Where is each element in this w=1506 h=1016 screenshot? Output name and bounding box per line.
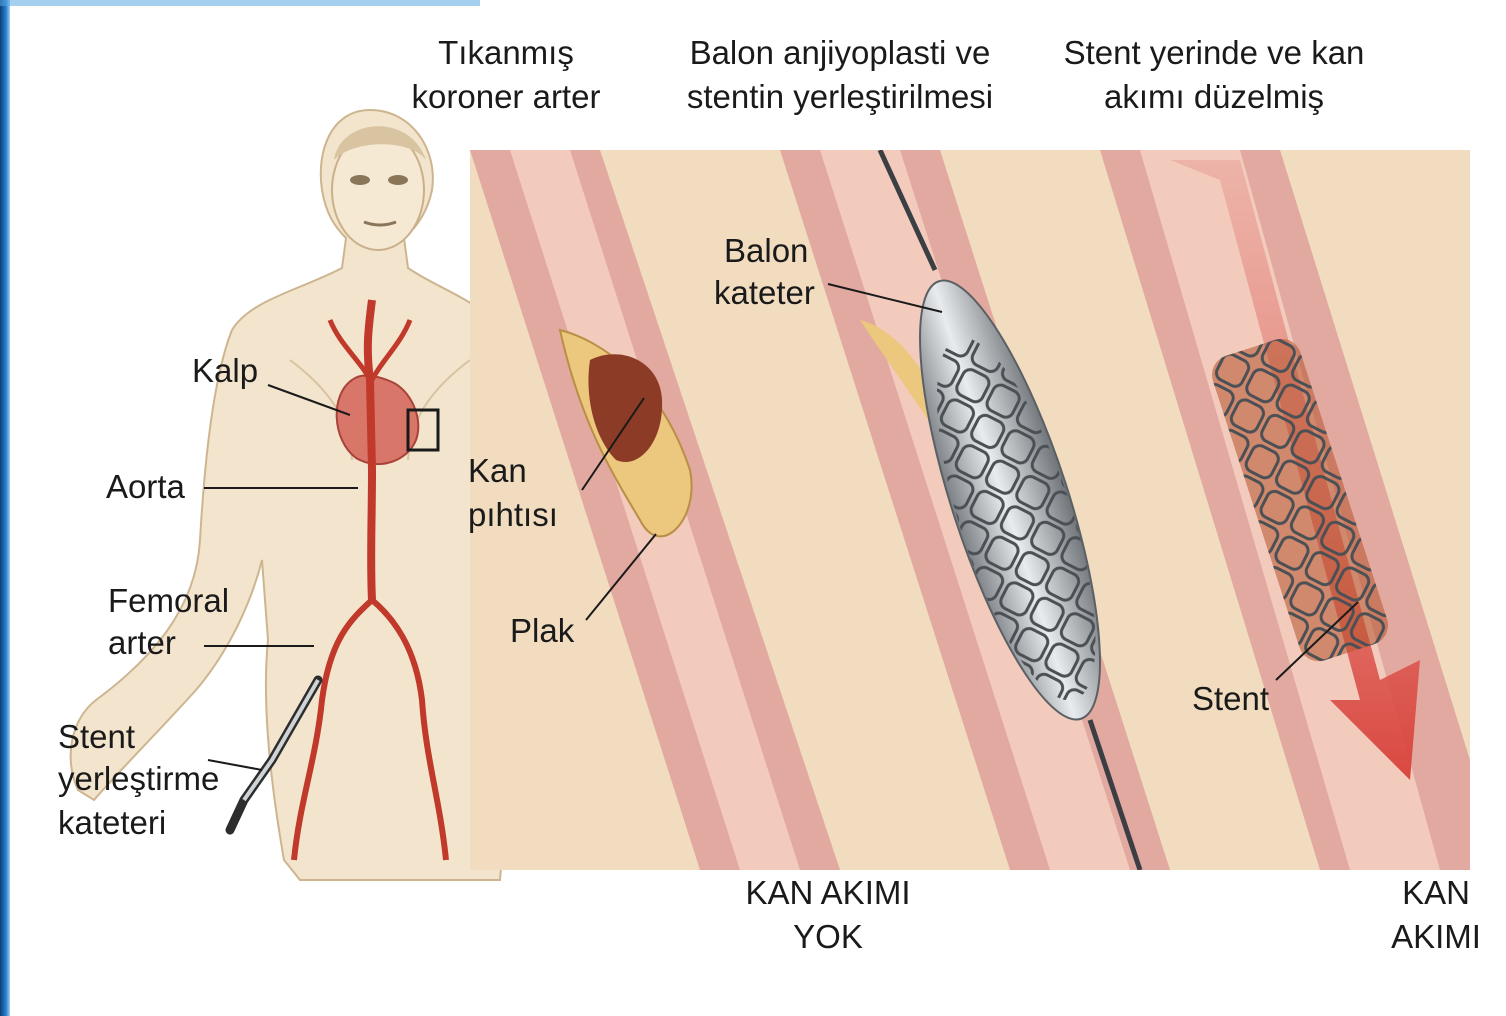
label-stent: Stent bbox=[1192, 680, 1269, 717]
right-eye bbox=[388, 175, 408, 185]
label-catheter-line2: yerleştirme bbox=[58, 760, 219, 797]
label-plak: Plak bbox=[510, 612, 575, 649]
title-blocked-line1: Tıkanmış bbox=[438, 34, 574, 71]
aorta-vessel bbox=[368, 300, 372, 600]
label-kan-line2: pıhtısı bbox=[468, 496, 558, 533]
top-accent-strip bbox=[0, 0, 480, 6]
label-catheter-line1: Stent bbox=[58, 718, 135, 755]
label-kan-line1: Kan bbox=[468, 452, 527, 489]
left-eye bbox=[350, 175, 370, 185]
label-aorta: Aorta bbox=[106, 468, 186, 505]
title-stent-line1: Stent yerinde ve kan bbox=[1064, 34, 1365, 71]
title-stent-line2: akımı düzelmiş bbox=[1104, 78, 1324, 115]
label-catheter-line3: kateteri bbox=[58, 804, 166, 841]
artery-panels bbox=[470, 150, 1470, 870]
title-balloon-line1: Balon anjiyoplasti ve bbox=[690, 34, 991, 71]
left-accent-bar bbox=[0, 0, 10, 1016]
caption-flow-line2: AKIMI bbox=[1391, 918, 1481, 955]
label-kalp: Kalp bbox=[192, 352, 258, 389]
caption-flow-line1: KAN bbox=[1402, 874, 1470, 911]
label-femoral-line1: Femoral bbox=[108, 582, 229, 619]
title-balloon-line2: stentin yerleştirilmesi bbox=[687, 78, 993, 115]
caption-no-flow-line1: KAN AKIMI bbox=[745, 874, 910, 911]
label-balon-line2: kateter bbox=[714, 274, 815, 311]
label-femoral-line2: arter bbox=[108, 624, 176, 661]
label-balon-line1: Balon bbox=[724, 232, 808, 269]
title-blocked-line2: koroner arter bbox=[412, 78, 601, 115]
caption-no-flow-line2: YOK bbox=[793, 918, 863, 955]
